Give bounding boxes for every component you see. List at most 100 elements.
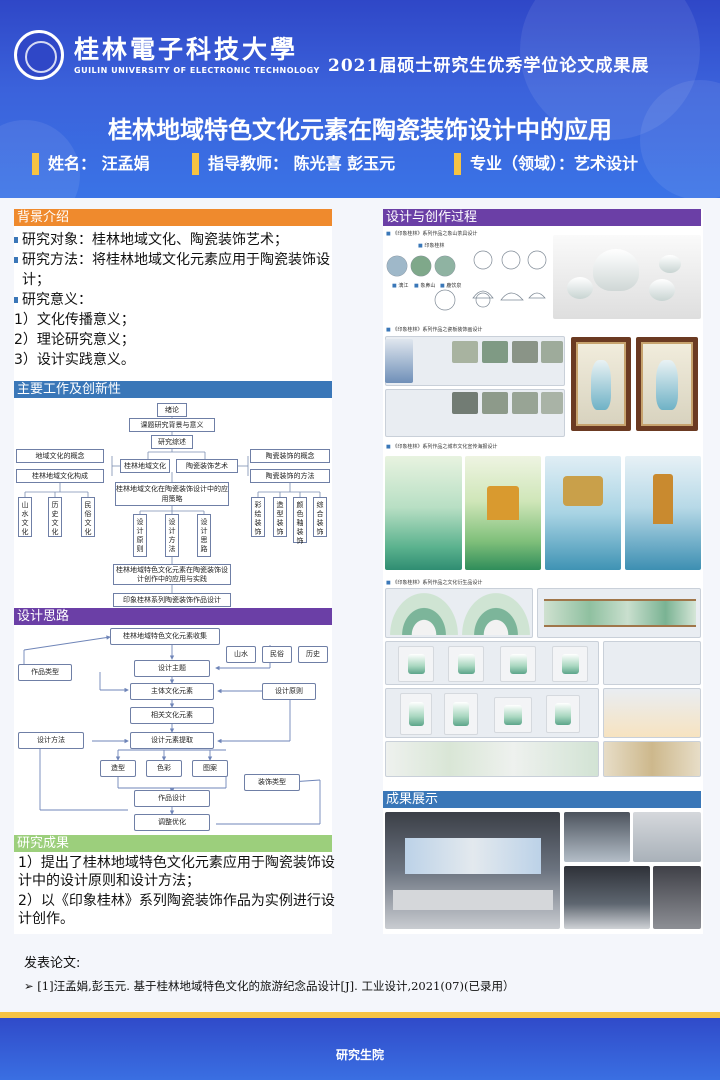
caption-porcelain-panel: 《印象桂林》系列作品之瓷板装饰画设计 xyxy=(386,326,482,333)
landmark-photo xyxy=(512,341,538,363)
node-landscape: 山水 xyxy=(226,646,256,663)
poster-1 xyxy=(385,456,462,570)
landmark-photo xyxy=(541,341,563,363)
poster-3 xyxy=(545,456,621,570)
node-pattern: 图案 xyxy=(192,760,228,777)
node-decoration-type: 装饰类型 xyxy=(244,774,300,791)
node-folk: 民俗 xyxy=(262,646,292,663)
sketch-label-top: 印象桂林 xyxy=(418,242,444,249)
sketch-label-b: 象鼻山 xyxy=(414,282,435,289)
node-region-concept: 地域文化的概念 xyxy=(16,449,104,463)
packaging-row xyxy=(385,741,599,777)
section-showcase-heading: 成果展示 xyxy=(383,791,701,808)
result-item: 1）提出了桂林地域特色文化元素应用于陶瓷装饰设计中的设计原则和设计方法； xyxy=(18,855,335,889)
exhibition-photo-2 xyxy=(564,812,630,862)
node-form-decoration: 造型装饰 xyxy=(273,497,287,537)
node-collect-elements: 桂林地域特色文化元素收集 xyxy=(110,628,220,645)
section-results-heading: 研究成果 xyxy=(14,835,332,852)
node-ceramic-art: 陶瓷装饰艺术 xyxy=(176,459,238,473)
university-name-cn: 桂林電子科技大學 xyxy=(74,35,299,64)
framed-panel-2 xyxy=(636,337,698,431)
node-landscape-culture: 山水文化 xyxy=(18,497,32,537)
background-list: 研究对象：桂林地域文化、陶瓷装饰艺术； 研究方法：将桂林地域文化元素应用于陶瓷装… xyxy=(14,230,336,370)
sketch-label-c: 鹿饮泉 xyxy=(440,282,461,289)
landmark-photo xyxy=(482,392,508,414)
node-design-principle-2: 设计原则 xyxy=(262,683,316,700)
landmark-photo xyxy=(452,341,478,363)
node-design-method-2: 设计方法 xyxy=(18,732,84,749)
exhibition-photo-5 xyxy=(653,866,701,929)
exhibition-title: 2021届硕士研究生优秀学位论文成果展 xyxy=(328,56,650,76)
node-series-works: 印象桂林系列陶瓷装饰作品设计 xyxy=(113,593,231,607)
section-design-thinking-heading: 设计思路 xyxy=(14,608,332,625)
mug-row xyxy=(385,641,599,685)
tea-set-render xyxy=(553,235,701,319)
pillow-row xyxy=(603,741,701,777)
bag-row xyxy=(385,688,599,738)
author-name: 姓名： 汪孟娟 xyxy=(32,152,150,176)
framed-panel-1 xyxy=(571,337,631,431)
poster-4 xyxy=(625,456,701,570)
node-guilin-culture: 桂林地域文化 xyxy=(120,459,170,473)
footer-banner xyxy=(0,1012,720,1080)
node-color: 色彩 xyxy=(146,760,182,777)
publication-item: ➢ [1]汪孟娟,彭玉元. 基于桂林地域特色文化的旅游纪念品设计[J]. 工业设… xyxy=(24,979,515,993)
landmark-photo xyxy=(452,392,478,414)
badge-row xyxy=(603,688,701,738)
section-main-work-heading: 主要工作及创新性 xyxy=(14,381,332,398)
list-item: 研究对象：桂林地域文化、陶瓷装饰艺术； xyxy=(14,230,336,250)
node-history: 历史 xyxy=(298,646,328,663)
list-item: 研究意义： xyxy=(14,290,336,310)
advisor-names: 指导教师： 陈光喜 彭玉元 xyxy=(192,152,395,176)
node-region-structure: 桂林地域文化构成 xyxy=(16,469,104,483)
landmark-photo xyxy=(482,341,508,363)
footer-text: 研究生院 xyxy=(335,1048,384,1062)
list-item: 2）理论研究意义； xyxy=(14,332,135,348)
exhibition-photo-main xyxy=(385,812,560,929)
poster-title: 桂林地域特色文化元素在陶瓷装饰设计中的应用 xyxy=(108,116,612,144)
node-related-elements: 相关文化元素 xyxy=(130,707,214,724)
node-application-strategy: 桂林地域文化在陶瓷装饰设计中的应用策略 xyxy=(115,482,229,506)
publication-heading: 发表论文: xyxy=(24,956,81,971)
university-seal-icon xyxy=(14,30,64,80)
node-folk-culture: 民俗文化 xyxy=(81,497,95,537)
list-item: 3）设计实践意义。 xyxy=(14,352,135,368)
section-background-heading: 背景介绍 xyxy=(14,209,332,226)
node-color-glaze-decoration: 颜色釉装饰 xyxy=(293,497,307,545)
node-main-elements: 主体文化元素 xyxy=(130,683,214,700)
header-banner xyxy=(0,0,720,198)
list-item: 1）文化传播意义； xyxy=(14,312,135,328)
landmark-photo xyxy=(512,392,538,414)
node-work-type: 作品类型 xyxy=(18,664,72,681)
node-practice: 桂林地域特色文化元素在陶瓷装饰设计创作中的应用与实践 xyxy=(113,564,231,585)
node-design-method: 设计方法 xyxy=(165,514,179,557)
exhibition-photo-4 xyxy=(564,866,650,929)
caption-city-posters: 《印象桂林》系列作品之城市文化宣传海报设计 xyxy=(386,443,497,450)
footer-accent-bar xyxy=(0,1012,720,1018)
node-history-culture: 历史文化 xyxy=(48,497,62,537)
node-literature-review: 研究综述 xyxy=(151,435,193,449)
caption-tea-set: 《印象桂林》系列作品之象山茶具设计 xyxy=(386,230,477,237)
landmark-photo xyxy=(541,392,563,414)
node-optimize: 调整优化 xyxy=(134,814,210,831)
node-design-theme: 设计主题 xyxy=(134,660,210,677)
node-research-background: 课题研究背景与意义 xyxy=(129,418,215,432)
vase-image xyxy=(385,339,413,383)
postcard-row xyxy=(603,641,701,685)
exhibition-photo-3 xyxy=(633,812,701,862)
section-design-process-heading: 设计与创作过程 xyxy=(383,209,701,226)
major-field: 专业（领域）：艺术设计 xyxy=(454,152,638,176)
node-element-extraction: 设计元素提取 xyxy=(130,732,214,749)
fan-row xyxy=(385,588,533,638)
node-shape: 造型 xyxy=(100,760,136,777)
results-text: 1）提出了桂林地域特色文化元素应用于陶瓷装饰设计中的设计原则和设计方法； 2）以… xyxy=(18,854,338,930)
result-item: 2）以《印象桂林》系列陶瓷装饰作品为实例进行设计创作。 xyxy=(18,893,335,927)
university-name-en: GUILIN UNIVERSITY OF ELECTRONIC TECHNOLO… xyxy=(74,66,320,75)
node-ceramic-concept: 陶瓷装饰的概念 xyxy=(250,449,330,463)
node-combined-decoration: 综合装饰 xyxy=(313,497,327,537)
node-design-thinking: 设计思路 xyxy=(197,514,211,557)
publication-area xyxy=(0,940,720,1010)
poster-2 xyxy=(465,456,541,570)
